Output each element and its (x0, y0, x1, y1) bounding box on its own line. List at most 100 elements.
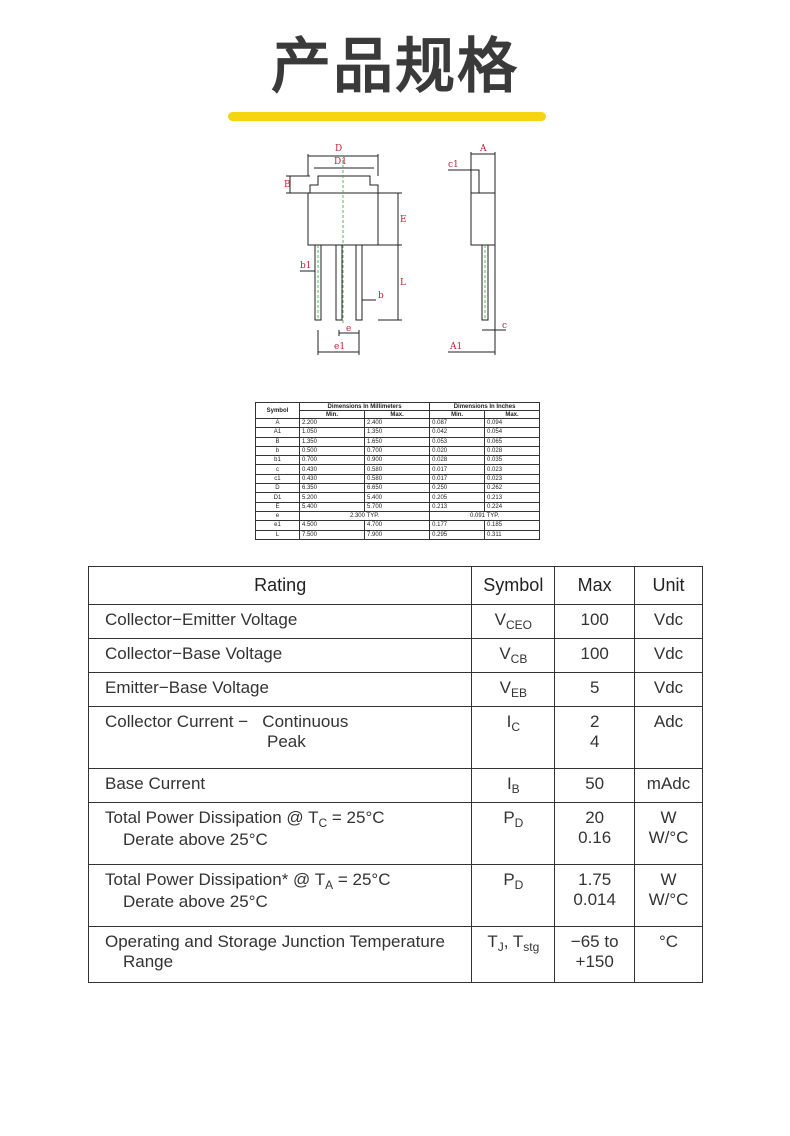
dims-cell: 5.200 (298, 492, 366, 503)
unit-cell: Vdc (634, 604, 703, 639)
rating-cell: Emitter−Base Voltage (87, 672, 473, 707)
dims-cell: 0.500 (298, 445, 366, 457)
dims-cell: 0.042 (429, 427, 486, 438)
dims-symbol: L (255, 529, 300, 541)
dim-label-D1: D1 (334, 157, 347, 167)
dims-cell: 0.213 (484, 492, 540, 503)
dims-header-mm: Dimensions In Millimeters (298, 402, 431, 411)
rating-line: Range (123, 952, 174, 971)
max-ratings-table: Rating Symbol Max Unit Collector−Emitter… (87, 566, 703, 983)
symbol-main: V (499, 678, 511, 697)
dims-cell: 0.053 (429, 436, 486, 447)
dims-symbol: D (255, 483, 300, 494)
symbol-sub: D (514, 878, 524, 892)
dims-symbol: c1 (255, 473, 300, 485)
dims-cell: 0.087 (429, 417, 486, 429)
table-row: Base Current IB 50 mAdc (87, 768, 703, 803)
dims-cell: 0.213 (429, 501, 486, 512)
dims-cell: 0.580 (364, 473, 431, 485)
symbol-cell: PD (471, 864, 556, 927)
package-outline-drawing: D D1 B E b1 b L e e1 c1 A c A1 (284, 144, 507, 355)
dims-cell: 4.500 (298, 520, 366, 531)
rating-text: Total Power Dissipation* @ T (105, 870, 326, 889)
dims-cell: 0.017 (429, 464, 486, 475)
dims-cell: 6.350 (298, 483, 366, 494)
dim-label-e: e (346, 324, 351, 334)
dim-label-c1: c1 (448, 160, 459, 170)
symbol-main: T (487, 932, 498, 951)
rating-sub: C (318, 816, 328, 830)
symbol-cell: IC (471, 706, 556, 769)
dims-cell: 0.185 (484, 520, 540, 531)
unit-cell: Vdc (634, 638, 703, 673)
symbol-sub: B (511, 782, 520, 796)
dims-cell: 0.028 (484, 445, 540, 457)
dims-cell: 0.430 (298, 473, 366, 485)
rating-line: Derate above 25°C (123, 892, 268, 911)
rating-sub: A (325, 878, 334, 892)
dims-symbol: e1 (255, 520, 300, 531)
unit-value: W (660, 808, 677, 827)
dims-cell: 0.250 (429, 483, 486, 494)
symbol-main: V (494, 610, 506, 629)
symbol-cell: VCEO (471, 604, 556, 639)
dims-cell: 6.650 (364, 483, 431, 494)
dims-cell: 1.050 (298, 427, 366, 438)
rating-line: Collector Current − Continuous (105, 712, 349, 731)
ratings-header-symbol: Symbol (471, 566, 556, 605)
dims-cell: 0.020 (429, 445, 486, 457)
rating-cell: Collector−Emitter Voltage (87, 604, 473, 639)
dims-cell: 1.350 (364, 427, 431, 438)
unit-cell: Adc (634, 706, 703, 769)
dims-header-max: Max. (364, 410, 431, 419)
max-value: +150 (575, 952, 614, 971)
unit-cell: Vdc (634, 672, 703, 707)
dim-label-E: E (400, 215, 407, 225)
max-value: 0.014 (573, 890, 616, 909)
table-row: Emitter−Base Voltage VEB 5 Vdc (87, 672, 703, 707)
symbol-main: P (503, 808, 515, 827)
dims-cell: 7.500 (298, 529, 366, 541)
dim-label-A1: A1 (449, 342, 462, 352)
rating-cell: Operating and Storage Junction Temperatu… (87, 926, 473, 983)
symbol-main: , T (503, 932, 524, 951)
unit-cell: °C (634, 926, 703, 983)
symbol-cell: VCB (471, 638, 556, 673)
dims-symbol: e (255, 510, 300, 522)
rating-cell: Total Power Dissipation* @ TA = 25°C Der… (87, 864, 473, 927)
dims-cell: 0.224 (484, 501, 540, 512)
symbol-sub: C (511, 720, 521, 734)
rating-cell: Collector−Base Voltage (87, 638, 473, 673)
symbol-cell: TJ, Tstg (471, 926, 556, 983)
symbol-sub: stg (523, 940, 540, 954)
page-title: 产品规格 (271, 32, 519, 102)
dims-cell: 0.028 (429, 455, 486, 466)
rating-line: Total Power Dissipation* @ TA = 25°C (105, 870, 470, 892)
symbol-sub: D (514, 816, 524, 830)
max-cell: 1.75 0.014 (554, 864, 636, 927)
dims-cell: 0.091 TYP. (429, 510, 540, 522)
dims-cell: 0.023 (484, 464, 540, 475)
symbol-sub: J (497, 940, 504, 954)
dim-label-D: D (335, 144, 342, 154)
unit-value: W/°C (648, 890, 689, 909)
dims-symbol: b (255, 445, 300, 457)
symbol-cell: PD (471, 802, 556, 865)
symbol-main: P (503, 870, 515, 889)
max-value: 2 (589, 712, 600, 731)
rating-text: = 25°C (333, 870, 391, 889)
dims-cell: 1.350 (298, 436, 366, 447)
rating-text: Total Power Dissipation @ T (105, 808, 319, 827)
dims-header-symbol: Symbol (255, 402, 300, 419)
symbol-cell: IB (471, 768, 556, 803)
rating-line: Total Power Dissipation @ TC = 25°C (105, 808, 470, 830)
dims-header-max: Max. (484, 410, 540, 419)
max-value: −65 to (570, 932, 619, 951)
dims-cell: 0.065 (484, 436, 540, 447)
dims-cell: 5.700 (364, 501, 431, 512)
